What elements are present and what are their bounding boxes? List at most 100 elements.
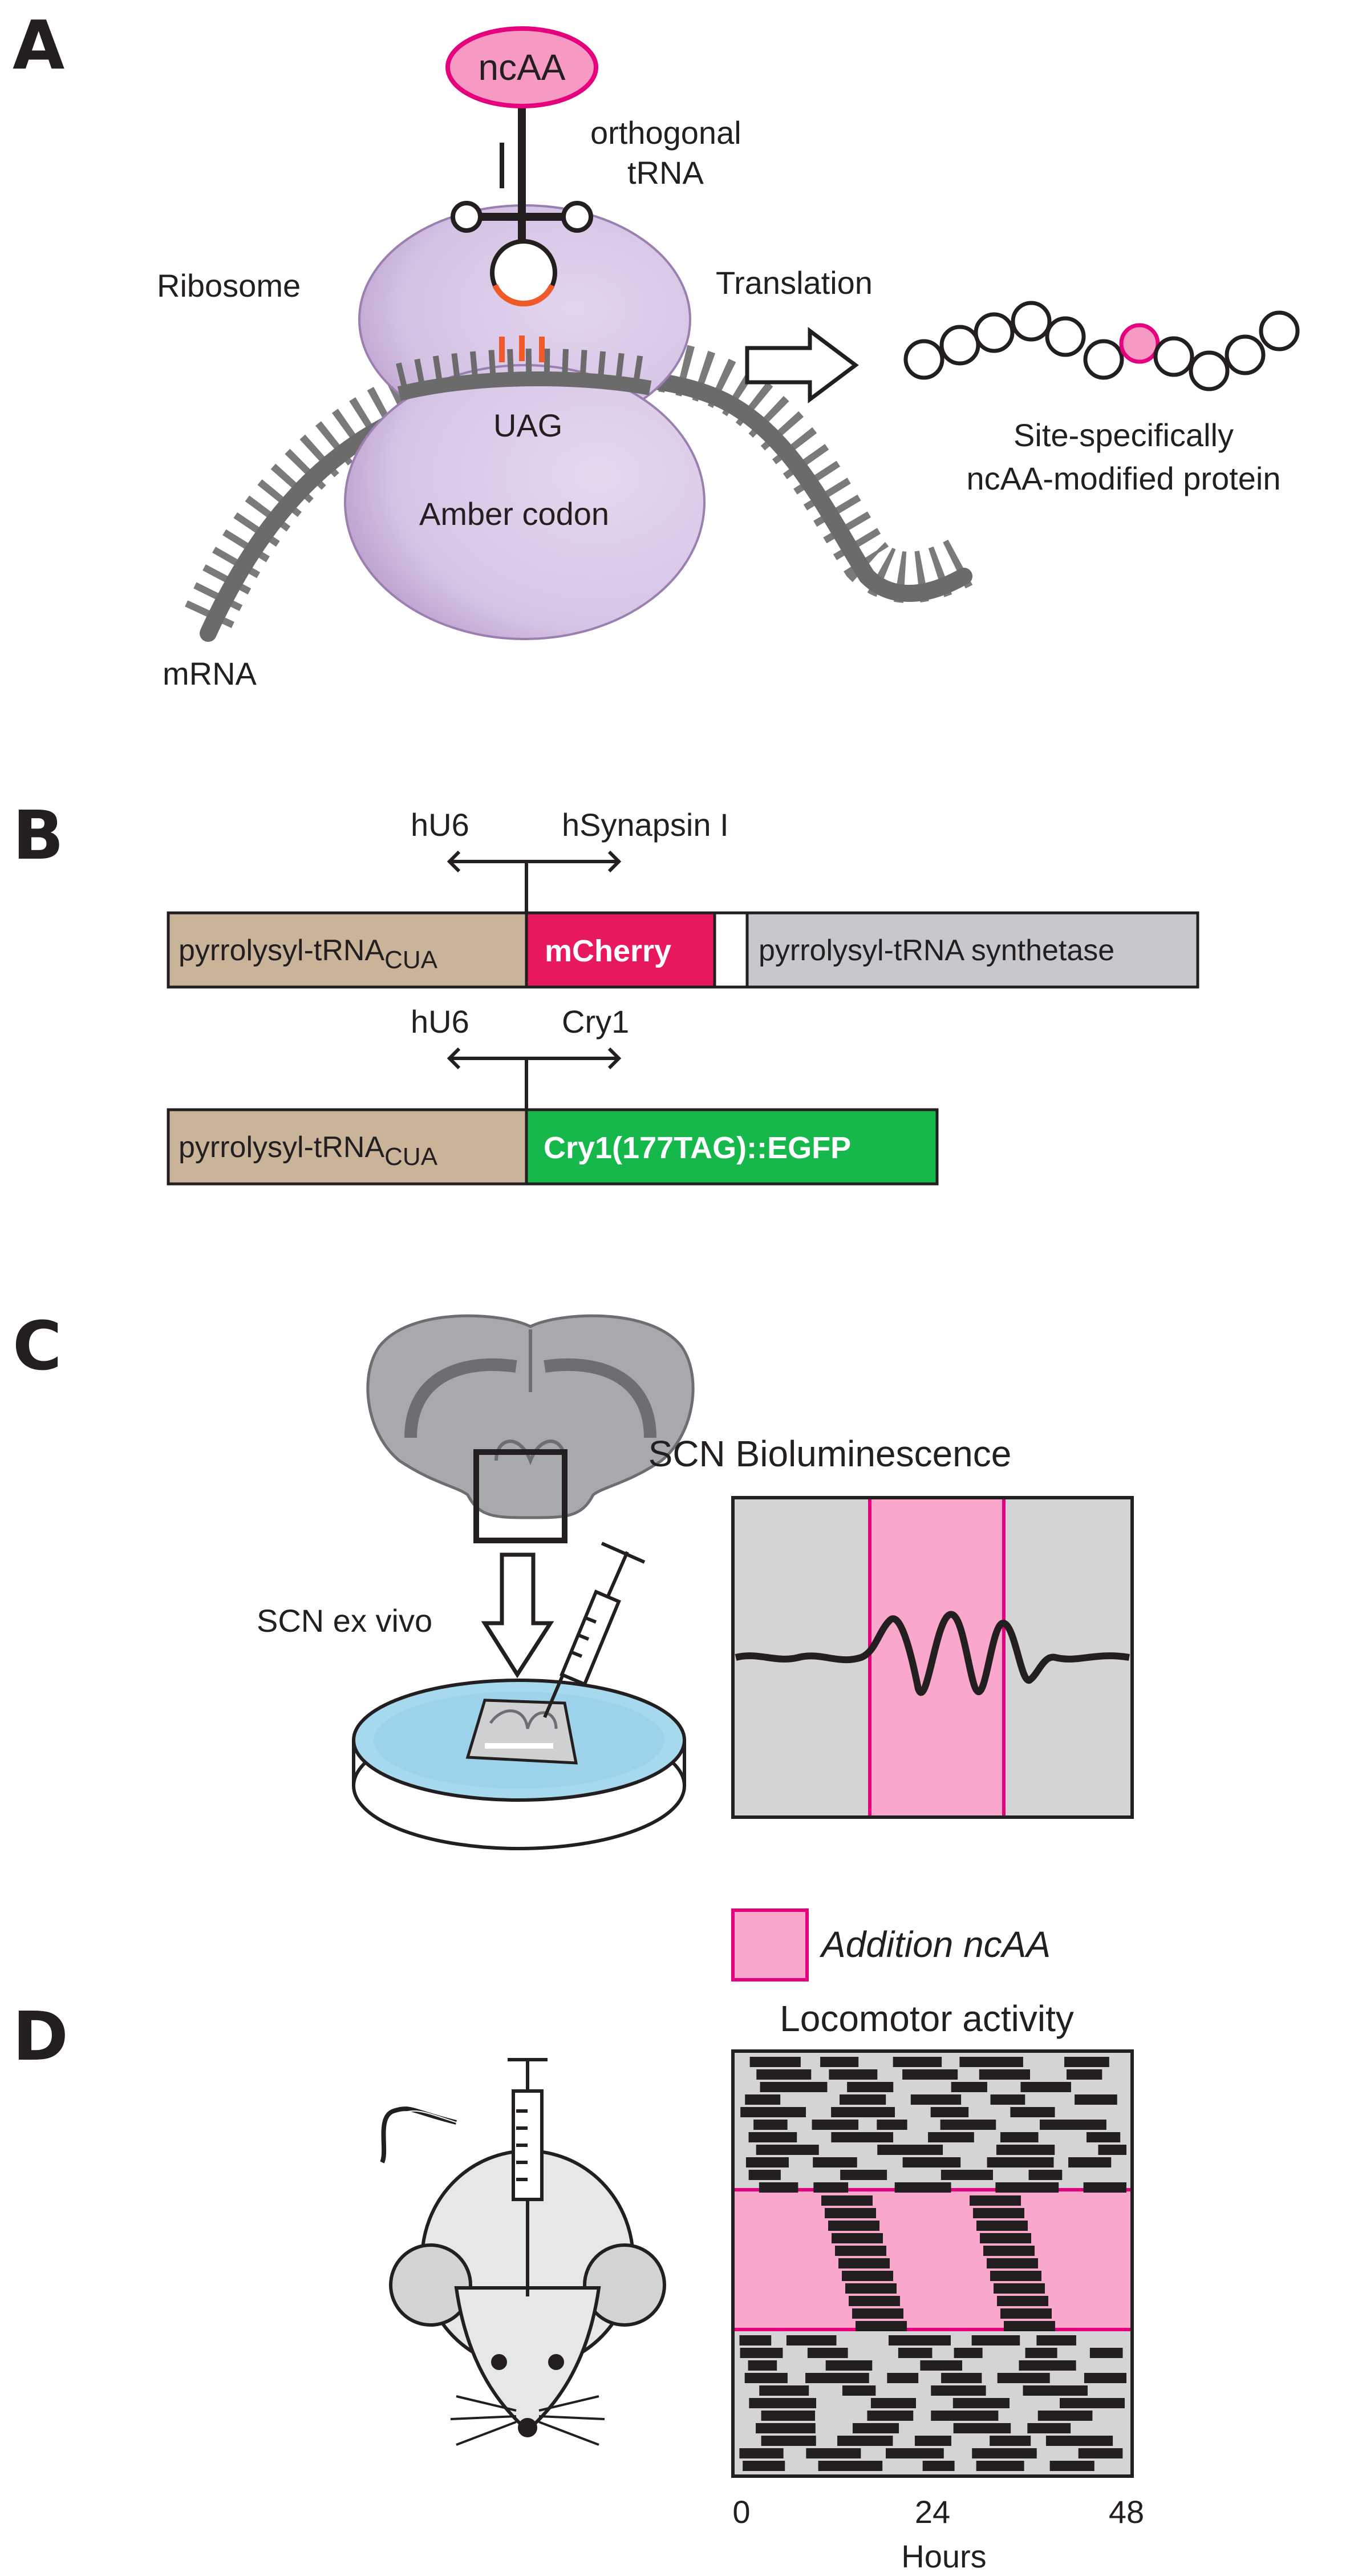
legend-swatch	[731, 1908, 809, 1981]
translation-arrow-icon	[745, 327, 859, 403]
activity-bar	[940, 2170, 993, 2180]
activity-bar	[829, 2069, 878, 2080]
activity-bar	[1000, 2132, 1039, 2142]
activity-bar	[831, 2132, 894, 2142]
amber-codon-marks	[499, 335, 545, 362]
activity-bar	[837, 2436, 893, 2446]
activity-bar	[979, 2069, 1031, 2080]
translation-label: Translation	[716, 265, 873, 301]
activity-bar	[1075, 2094, 1117, 2105]
activity-bar	[842, 2385, 876, 2396]
activity-bar	[1010, 2107, 1055, 2117]
protein-label-line1: Site-specifically	[1014, 417, 1234, 453]
activity-bar	[845, 2283, 897, 2294]
activity-bar	[760, 2082, 828, 2092]
activity-bar	[748, 2170, 781, 2180]
construct2-hu6-label: hU6	[411, 1004, 469, 1040]
activity-bar	[745, 2157, 789, 2167]
construct1-synthetase-label: pyrrolysyl-tRNA synthetase	[759, 934, 1114, 967]
activity-bar	[745, 2094, 781, 2105]
activity-bar	[970, 2195, 1021, 2206]
activity-bar	[877, 2145, 943, 2155]
activity-bar	[756, 2145, 819, 2155]
activity-bar	[867, 2411, 914, 2421]
activity-bar	[759, 2182, 798, 2193]
syringe-icon	[543, 1542, 646, 1718]
amber-codon-label: Amber codon	[419, 496, 609, 532]
activity-bar	[761, 2436, 816, 2446]
trna-label-line2: tRNA	[627, 155, 704, 191]
activity-bar	[806, 2448, 861, 2458]
activity-bar	[1084, 2373, 1126, 2383]
construct1-trna-box-label: pyrrolysyl-tRNACUA	[179, 934, 438, 974]
actogram	[731, 2049, 1134, 2478]
activity-bar	[812, 2120, 859, 2130]
activity-bar	[941, 2373, 982, 2383]
mouse-syringe-icon	[508, 2058, 548, 2296]
down-arrow-icon	[481, 1552, 554, 1679]
construct2-trna-box-label: pyrrolysyl-tRNACUA	[179, 1131, 438, 1171]
activity-bar	[902, 2069, 958, 2080]
activity-bar	[1086, 2132, 1121, 2142]
ribosome-large-subunit	[344, 364, 706, 640]
activity-bar	[914, 2436, 951, 2446]
activity-bar	[1066, 2069, 1102, 2080]
legend-label: Addition ncAA	[819, 1924, 1051, 1965]
x-axis-label: Hours	[901, 2538, 986, 2574]
activity-bar	[813, 2182, 849, 2193]
activity-bar	[987, 2258, 1038, 2268]
activity-bar	[888, 2335, 951, 2346]
panel-label-d: D	[13, 1997, 68, 2076]
activity-bar	[805, 2373, 869, 2383]
activity-bar	[940, 2120, 996, 2130]
activity-bar	[953, 2423, 1011, 2433]
explant-label: SCN ex vivo	[257, 1603, 432, 1639]
activity-bar	[990, 2436, 1031, 2446]
activity-bar	[1000, 2308, 1052, 2319]
activity-bar	[1028, 2170, 1063, 2180]
brain-section-icon	[366, 1314, 695, 1543]
activity-bar	[842, 2271, 893, 2281]
activity-bar	[1040, 2120, 1106, 2130]
ncaa-bubble	[445, 26, 598, 108]
activity-bar	[748, 2360, 777, 2371]
panel-label-a: A	[13, 6, 64, 84]
activity-bar	[756, 2069, 812, 2080]
construct2-egfp-label: Cry1(177TAG)::EGFP	[544, 1131, 851, 1165]
activity-bar	[894, 2182, 951, 2193]
activity-bar	[1045, 2436, 1113, 2446]
activity-bar	[820, 2057, 859, 2067]
activity-bar	[930, 2107, 969, 2117]
activity-bar	[983, 2246, 1035, 2256]
activity-bar	[807, 2348, 848, 2358]
activity-bar	[1025, 2348, 1057, 2358]
activity-bar	[976, 2461, 1024, 2471]
mrna-label: mRNA	[163, 656, 257, 691]
activity-bar	[980, 2233, 1031, 2243]
construct2-cry1-label: Cry1	[562, 1004, 629, 1040]
ncaa-label: ncAA	[479, 47, 566, 88]
activity-bar	[1023, 2385, 1088, 2396]
activity-bar	[831, 2107, 895, 2117]
activity-bar	[749, 2057, 801, 2067]
activity-bar	[1036, 2335, 1076, 2346]
activity-bar	[972, 2448, 1037, 2458]
activity-bar	[959, 2057, 1023, 2067]
activity-bar	[910, 2094, 962, 2105]
activity-bar	[996, 2145, 1055, 2155]
construct2-promoters	[447, 1047, 622, 1110]
orthogonal-trna	[451, 94, 593, 307]
activity-bar	[740, 2107, 806, 2117]
actogram-title: Locomotor activity	[780, 1998, 1074, 2039]
activity-bar	[849, 2296, 900, 2306]
x-tick-24: 24	[915, 2494, 950, 2530]
activity-bar	[761, 2411, 816, 2421]
activity-bar	[748, 2132, 797, 2142]
activity-bar	[1037, 2411, 1093, 2421]
activity-bar	[832, 2233, 883, 2243]
activity-bar	[997, 2373, 1050, 2383]
activity-bar	[847, 2082, 894, 2092]
activity-bar	[1068, 2157, 1112, 2167]
activity-bar	[852, 2308, 903, 2319]
activity-bar	[971, 2335, 1020, 2346]
